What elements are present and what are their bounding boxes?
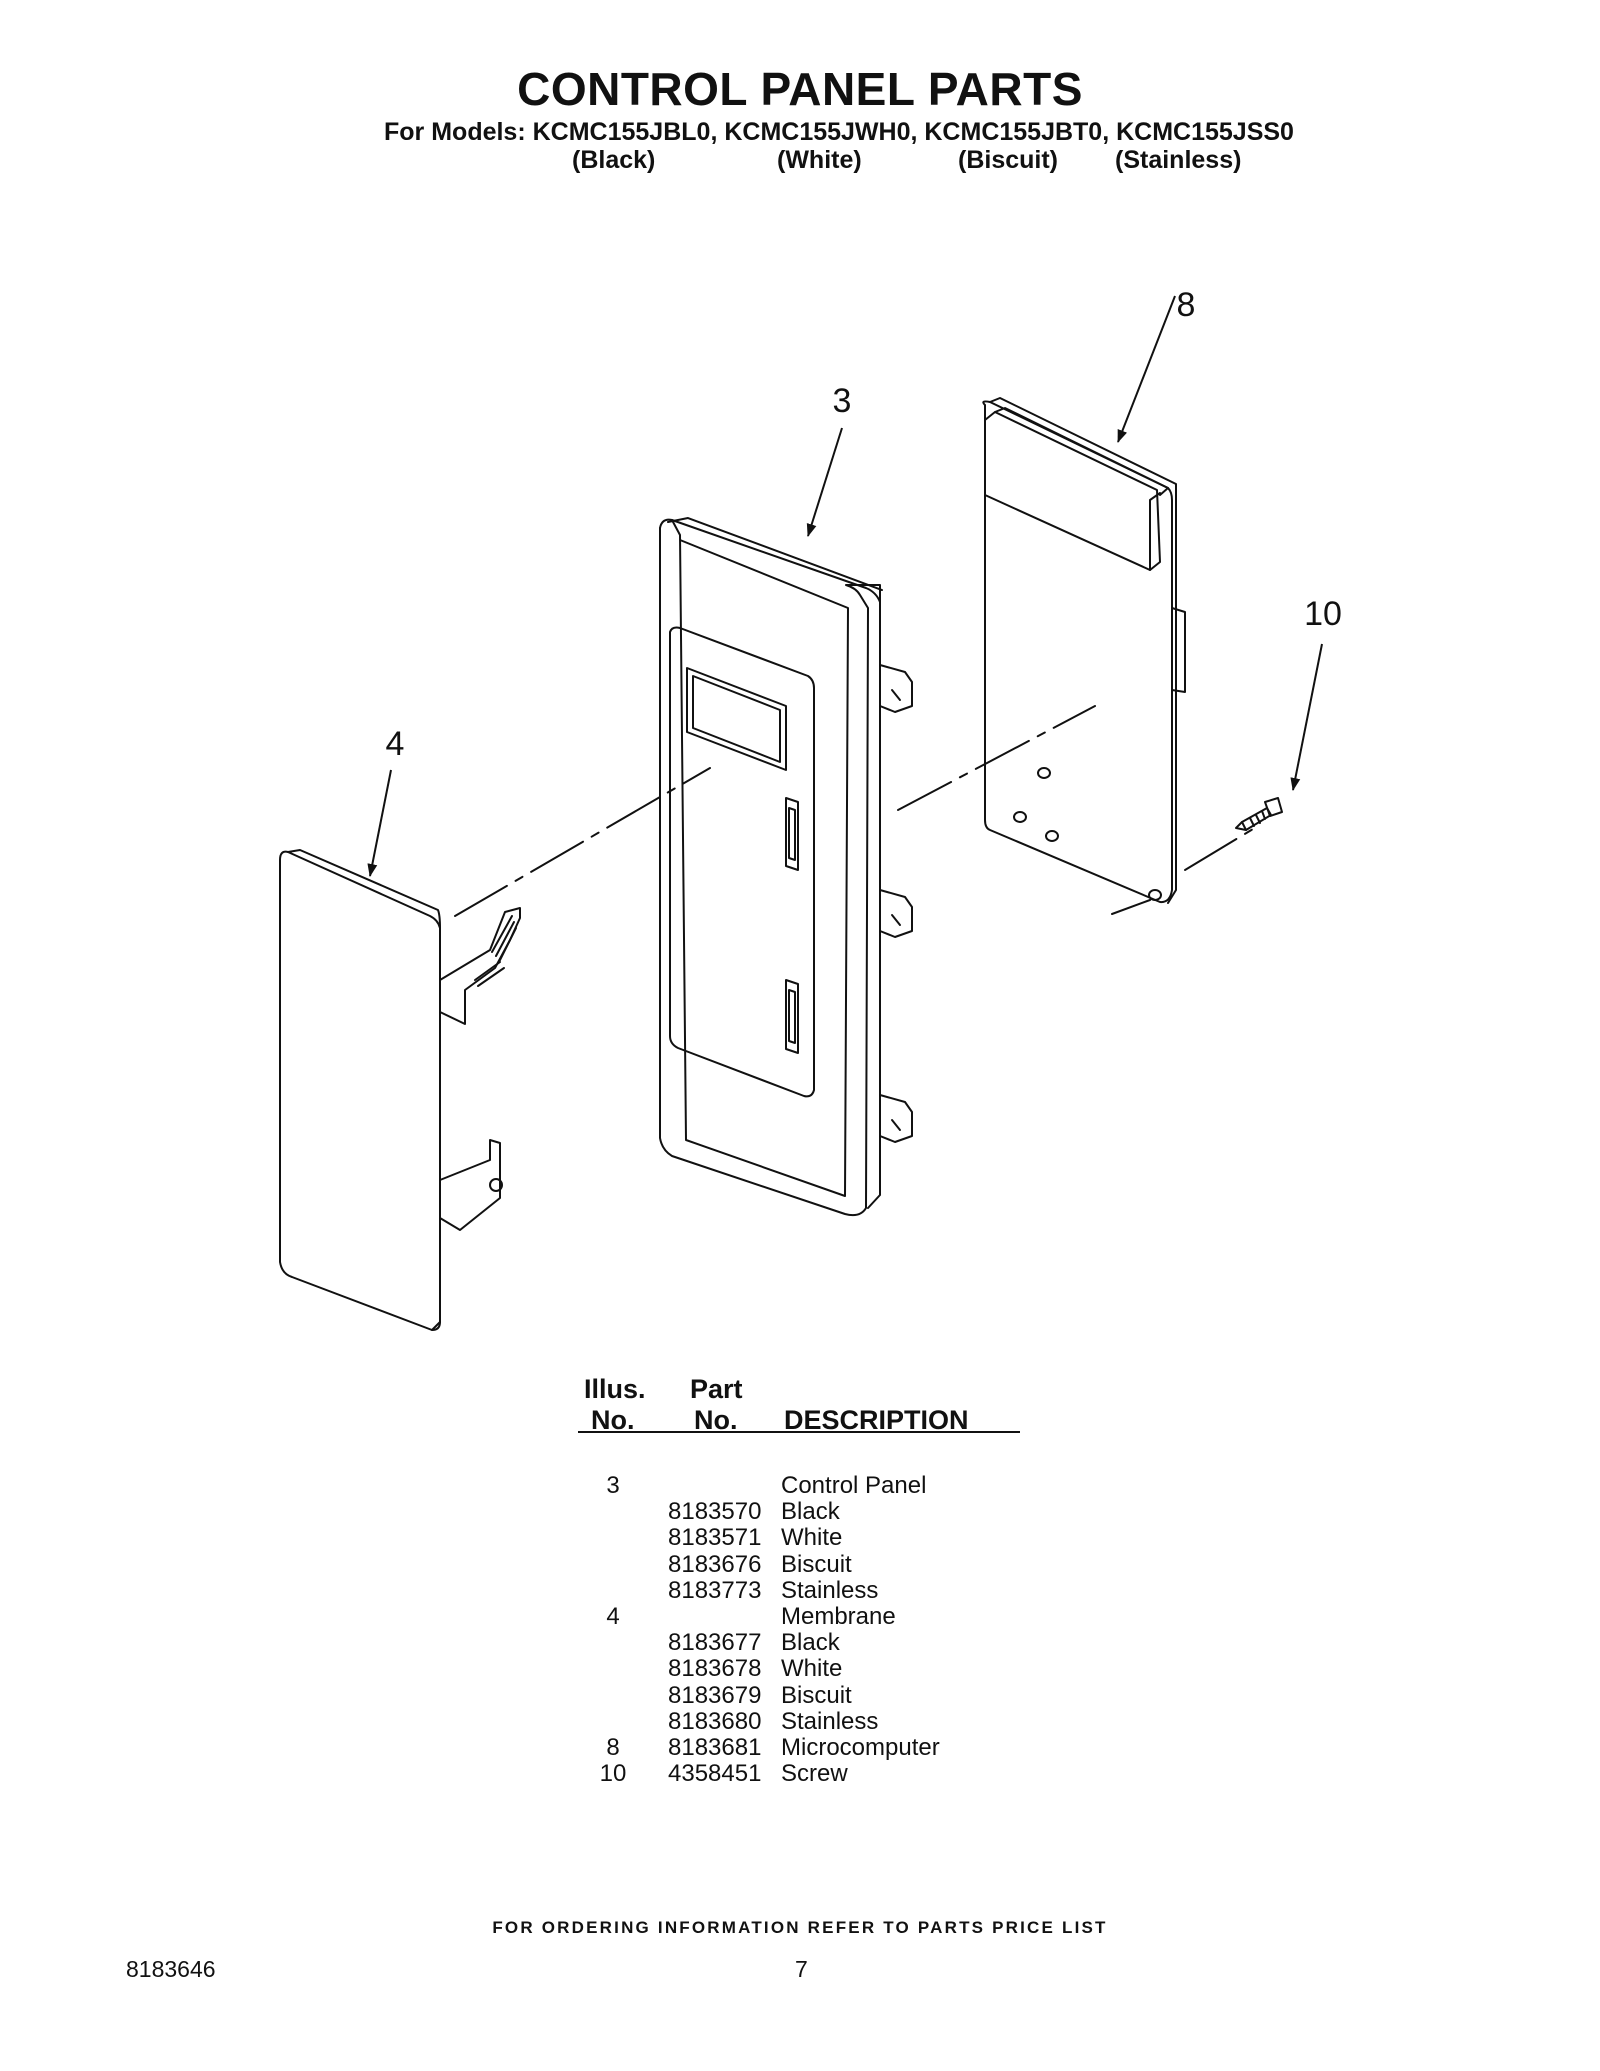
row-description: Control Panel: [781, 1472, 927, 1499]
header-description: DESCRIPTION: [784, 1405, 969, 1435]
row-description: White: [781, 1655, 843, 1682]
callout-8: 8: [1177, 286, 1196, 324]
control-panel-part: [659, 517, 913, 1217]
page-number: 7: [795, 1956, 808, 1982]
model-color-stainless: (Stainless): [1115, 146, 1242, 174]
row-description: Membrane: [781, 1603, 896, 1630]
models-line: For Models: KCMC155JBL0, KCMC155JWH0, KC…: [384, 118, 1294, 146]
row-part-no: 8183570: [668, 1498, 762, 1525]
callout-4: 4: [386, 725, 405, 763]
microcomputer-part: [982, 397, 1186, 904]
callout-3: 3: [833, 382, 852, 420]
membrane-part: [279, 849, 521, 1331]
screw-part: [1235, 797, 1283, 831]
header-rule: [578, 1431, 1020, 1433]
assembly-lines: [454, 705, 1259, 917]
row-part-no: 4358451: [668, 1760, 762, 1787]
row-part-no: 8183681: [668, 1734, 762, 1761]
row-part-no: 8183676: [668, 1551, 762, 1578]
document-number: 8183646: [126, 1956, 216, 1982]
row-description: Black: [781, 1629, 840, 1656]
row-description: Stainless: [781, 1577, 879, 1604]
row-description: Black: [781, 1498, 840, 1525]
row-description: Biscuit: [781, 1551, 852, 1578]
row-description: Biscuit: [781, 1682, 852, 1709]
exploded-parts-diagram: 3 4 8 10: [279, 286, 1342, 1331]
model-color-black: (Black): [572, 146, 656, 174]
model-color-white: (White): [777, 146, 862, 174]
page-title: CONTROL PANEL PARTS: [517, 63, 1083, 115]
row-description: Microcomputer: [781, 1734, 940, 1761]
row-part-no: 8183773: [668, 1577, 762, 1604]
callout-leaders: [367, 295, 1323, 877]
row-illus-no: 10: [599, 1760, 627, 1787]
header-illus-2: No.: [591, 1405, 635, 1435]
header-part-2: No.: [694, 1405, 738, 1435]
header-illus-1: Illus.: [584, 1374, 646, 1404]
row-description: Stainless: [781, 1708, 879, 1735]
row-part-no: 8183679: [668, 1682, 762, 1709]
row-illus-no: 8: [606, 1734, 620, 1761]
row-part-no: 8183571: [668, 1524, 762, 1551]
row-description: Screw: [781, 1760, 848, 1787]
model-color-biscuit: (Biscuit): [958, 146, 1058, 174]
header-part-1: Part: [690, 1374, 743, 1404]
ordering-note: FOR ORDERING INFORMATION REFER TO PARTS …: [492, 1918, 1108, 1937]
row-description: White: [781, 1524, 843, 1551]
row-part-no: 8183677: [668, 1629, 762, 1656]
row-illus-no: 3: [606, 1472, 620, 1499]
row-part-no: 8183678: [668, 1655, 762, 1682]
callout-10: 10: [1304, 595, 1342, 633]
row-illus-no: 4: [606, 1603, 620, 1630]
row-part-no: 8183680: [668, 1708, 762, 1735]
